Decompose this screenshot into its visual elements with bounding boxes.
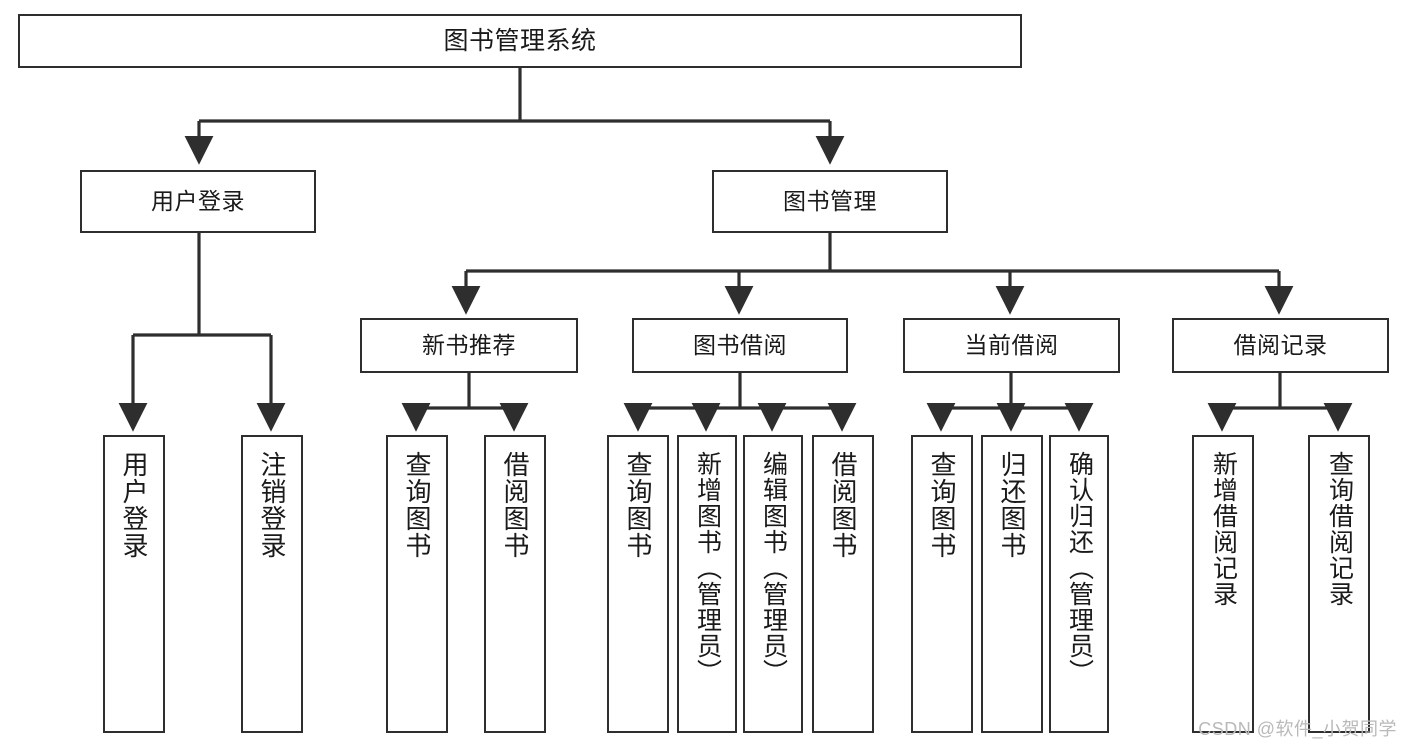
node-label: 用户登录 xyxy=(119,451,150,559)
leaf-recommend-query-book[interactable]: 查询图书 xyxy=(386,435,448,733)
node-label: 新书推荐 xyxy=(422,332,516,359)
leaf-current-return-book[interactable]: 归还图书 xyxy=(981,435,1043,733)
leaf-record-add-record[interactable]: 新增借阅记录 xyxy=(1192,435,1254,733)
leaf-current-confirm-return-admin[interactable]: 确认归还（管理员） xyxy=(1049,435,1109,733)
leaf-user-login-login[interactable]: 用户登录 xyxy=(103,435,165,733)
node-label: 借阅图书 xyxy=(828,451,859,559)
node-label: 借阅图书 xyxy=(500,451,531,559)
leaf-user-login-logout[interactable]: 注销登录 xyxy=(241,435,303,733)
node-label: 查询图书 xyxy=(623,451,654,559)
leaf-record-query-record[interactable]: 查询借阅记录 xyxy=(1308,435,1370,733)
node-label: 当前借阅 xyxy=(964,332,1059,359)
node-label: 借阅记录 xyxy=(1233,332,1328,359)
leaf-borrow-query-book[interactable]: 查询图书 xyxy=(607,435,669,733)
node-label: 图书管理系统 xyxy=(443,26,597,55)
node-label: 编辑图书（管理员） xyxy=(759,451,788,685)
node-label: 用户登录 xyxy=(151,188,245,215)
node-user-login[interactable]: 用户登录 xyxy=(80,170,316,233)
leaf-borrow-edit-book-admin[interactable]: 编辑图书（管理员） xyxy=(743,435,803,733)
node-label: 确认归还（管理员） xyxy=(1065,451,1094,685)
node-new-book-recommend[interactable]: 新书推荐 xyxy=(360,318,578,373)
node-label: 查询图书 xyxy=(927,451,958,559)
node-root-system[interactable]: 图书管理系统 xyxy=(18,14,1022,68)
node-label: 图书借阅 xyxy=(693,332,787,359)
node-label: 新增图书（管理员） xyxy=(693,451,722,685)
node-borrow-record[interactable]: 借阅记录 xyxy=(1172,318,1389,373)
node-label: 查询图书 xyxy=(402,451,433,559)
node-label: 查询借阅记录 xyxy=(1325,451,1354,607)
leaf-current-query-book[interactable]: 查询图书 xyxy=(911,435,973,733)
leaf-borrow-borrow-book[interactable]: 借阅图书 xyxy=(812,435,874,733)
watermark-text: CSDN @软件_小贺同学 xyxy=(1198,719,1397,739)
node-current-borrow[interactable]: 当前借阅 xyxy=(903,318,1120,373)
node-book-borrow[interactable]: 图书借阅 xyxy=(632,318,848,373)
node-label: 归还图书 xyxy=(997,451,1028,559)
leaf-borrow-add-book-admin[interactable]: 新增图书（管理员） xyxy=(677,435,737,733)
node-book-management[interactable]: 图书管理 xyxy=(712,170,948,233)
node-label: 新增借阅记录 xyxy=(1209,451,1238,607)
leaf-recommend-borrow-book[interactable]: 借阅图书 xyxy=(484,435,546,733)
node-label: 图书管理 xyxy=(783,188,877,215)
node-label: 注销登录 xyxy=(257,451,288,559)
